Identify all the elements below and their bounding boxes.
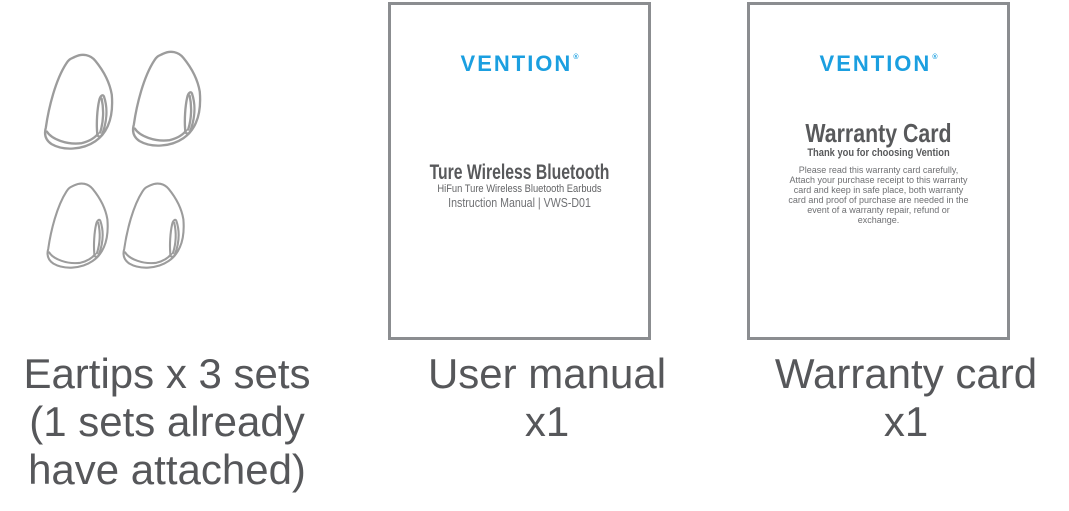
warranty-card: VENTION® Warranty Card Thank you for cho… xyxy=(747,2,1010,340)
warranty-body-line: Please read this warranty card carefully… xyxy=(798,165,959,175)
vention-logo: VENTION® xyxy=(391,51,648,77)
eartips-caption-line: (1 sets already xyxy=(29,398,305,445)
eartip-bottom-right xyxy=(122,182,185,269)
eartips-caption-line: Eartips x 3 sets xyxy=(23,350,311,397)
warranty-subtitle: Thank you for choosing Vention xyxy=(807,147,950,159)
warranty-body-line: event of a warranty repair, refund or xyxy=(807,205,950,215)
eartips-caption-line: have attached) xyxy=(28,446,306,493)
eartips-illustration xyxy=(43,50,202,269)
warranty-body-text: Please read this warranty card carefully… xyxy=(776,165,981,225)
vention-logo: VENTION® xyxy=(750,51,1007,77)
manual-title: Ture Wireless Bluetooth xyxy=(429,161,610,184)
manual-model-line: Instruction Manual | VWS-D01 xyxy=(448,196,591,210)
warranty-body-line: card and proof of purchase are needed in… xyxy=(788,195,969,205)
vention-logo-text: VENTION xyxy=(460,51,573,76)
eartip-bottom-left xyxy=(46,182,109,269)
registered-mark: ® xyxy=(573,54,579,61)
warranty-caption-line: x1 xyxy=(883,398,929,445)
eartips-caption: Eartips x 3 sets (1 sets already have at… xyxy=(2,350,332,494)
eartip-top-left xyxy=(43,53,114,150)
user-manual-caption: User manual x1 xyxy=(397,350,697,446)
user-manual-caption-line: User manual xyxy=(427,350,667,397)
warranty-title: Warranty Card xyxy=(805,118,952,148)
warranty-caption-line: Warranty card xyxy=(774,350,1038,397)
warranty-body-line: Attach your purchase receipt to this war… xyxy=(789,175,968,185)
vention-logo-text: VENTION xyxy=(819,51,932,76)
user-manual-caption-line: x1 xyxy=(524,398,570,445)
registered-mark: ® xyxy=(932,54,938,61)
warranty-card-caption: Warranty card x1 xyxy=(756,350,1056,446)
manual-subtitle: HiFun Ture Wireless Bluetooth Earbuds xyxy=(437,183,602,195)
eartip-top-right xyxy=(131,50,202,147)
warranty-body-line: card and keep in safe place, both warran… xyxy=(793,185,964,195)
warranty-body-line: exchange. xyxy=(857,215,900,225)
user-manual-card: VENTION® Ture Wireless Bluetooth HiFun T… xyxy=(388,2,651,340)
